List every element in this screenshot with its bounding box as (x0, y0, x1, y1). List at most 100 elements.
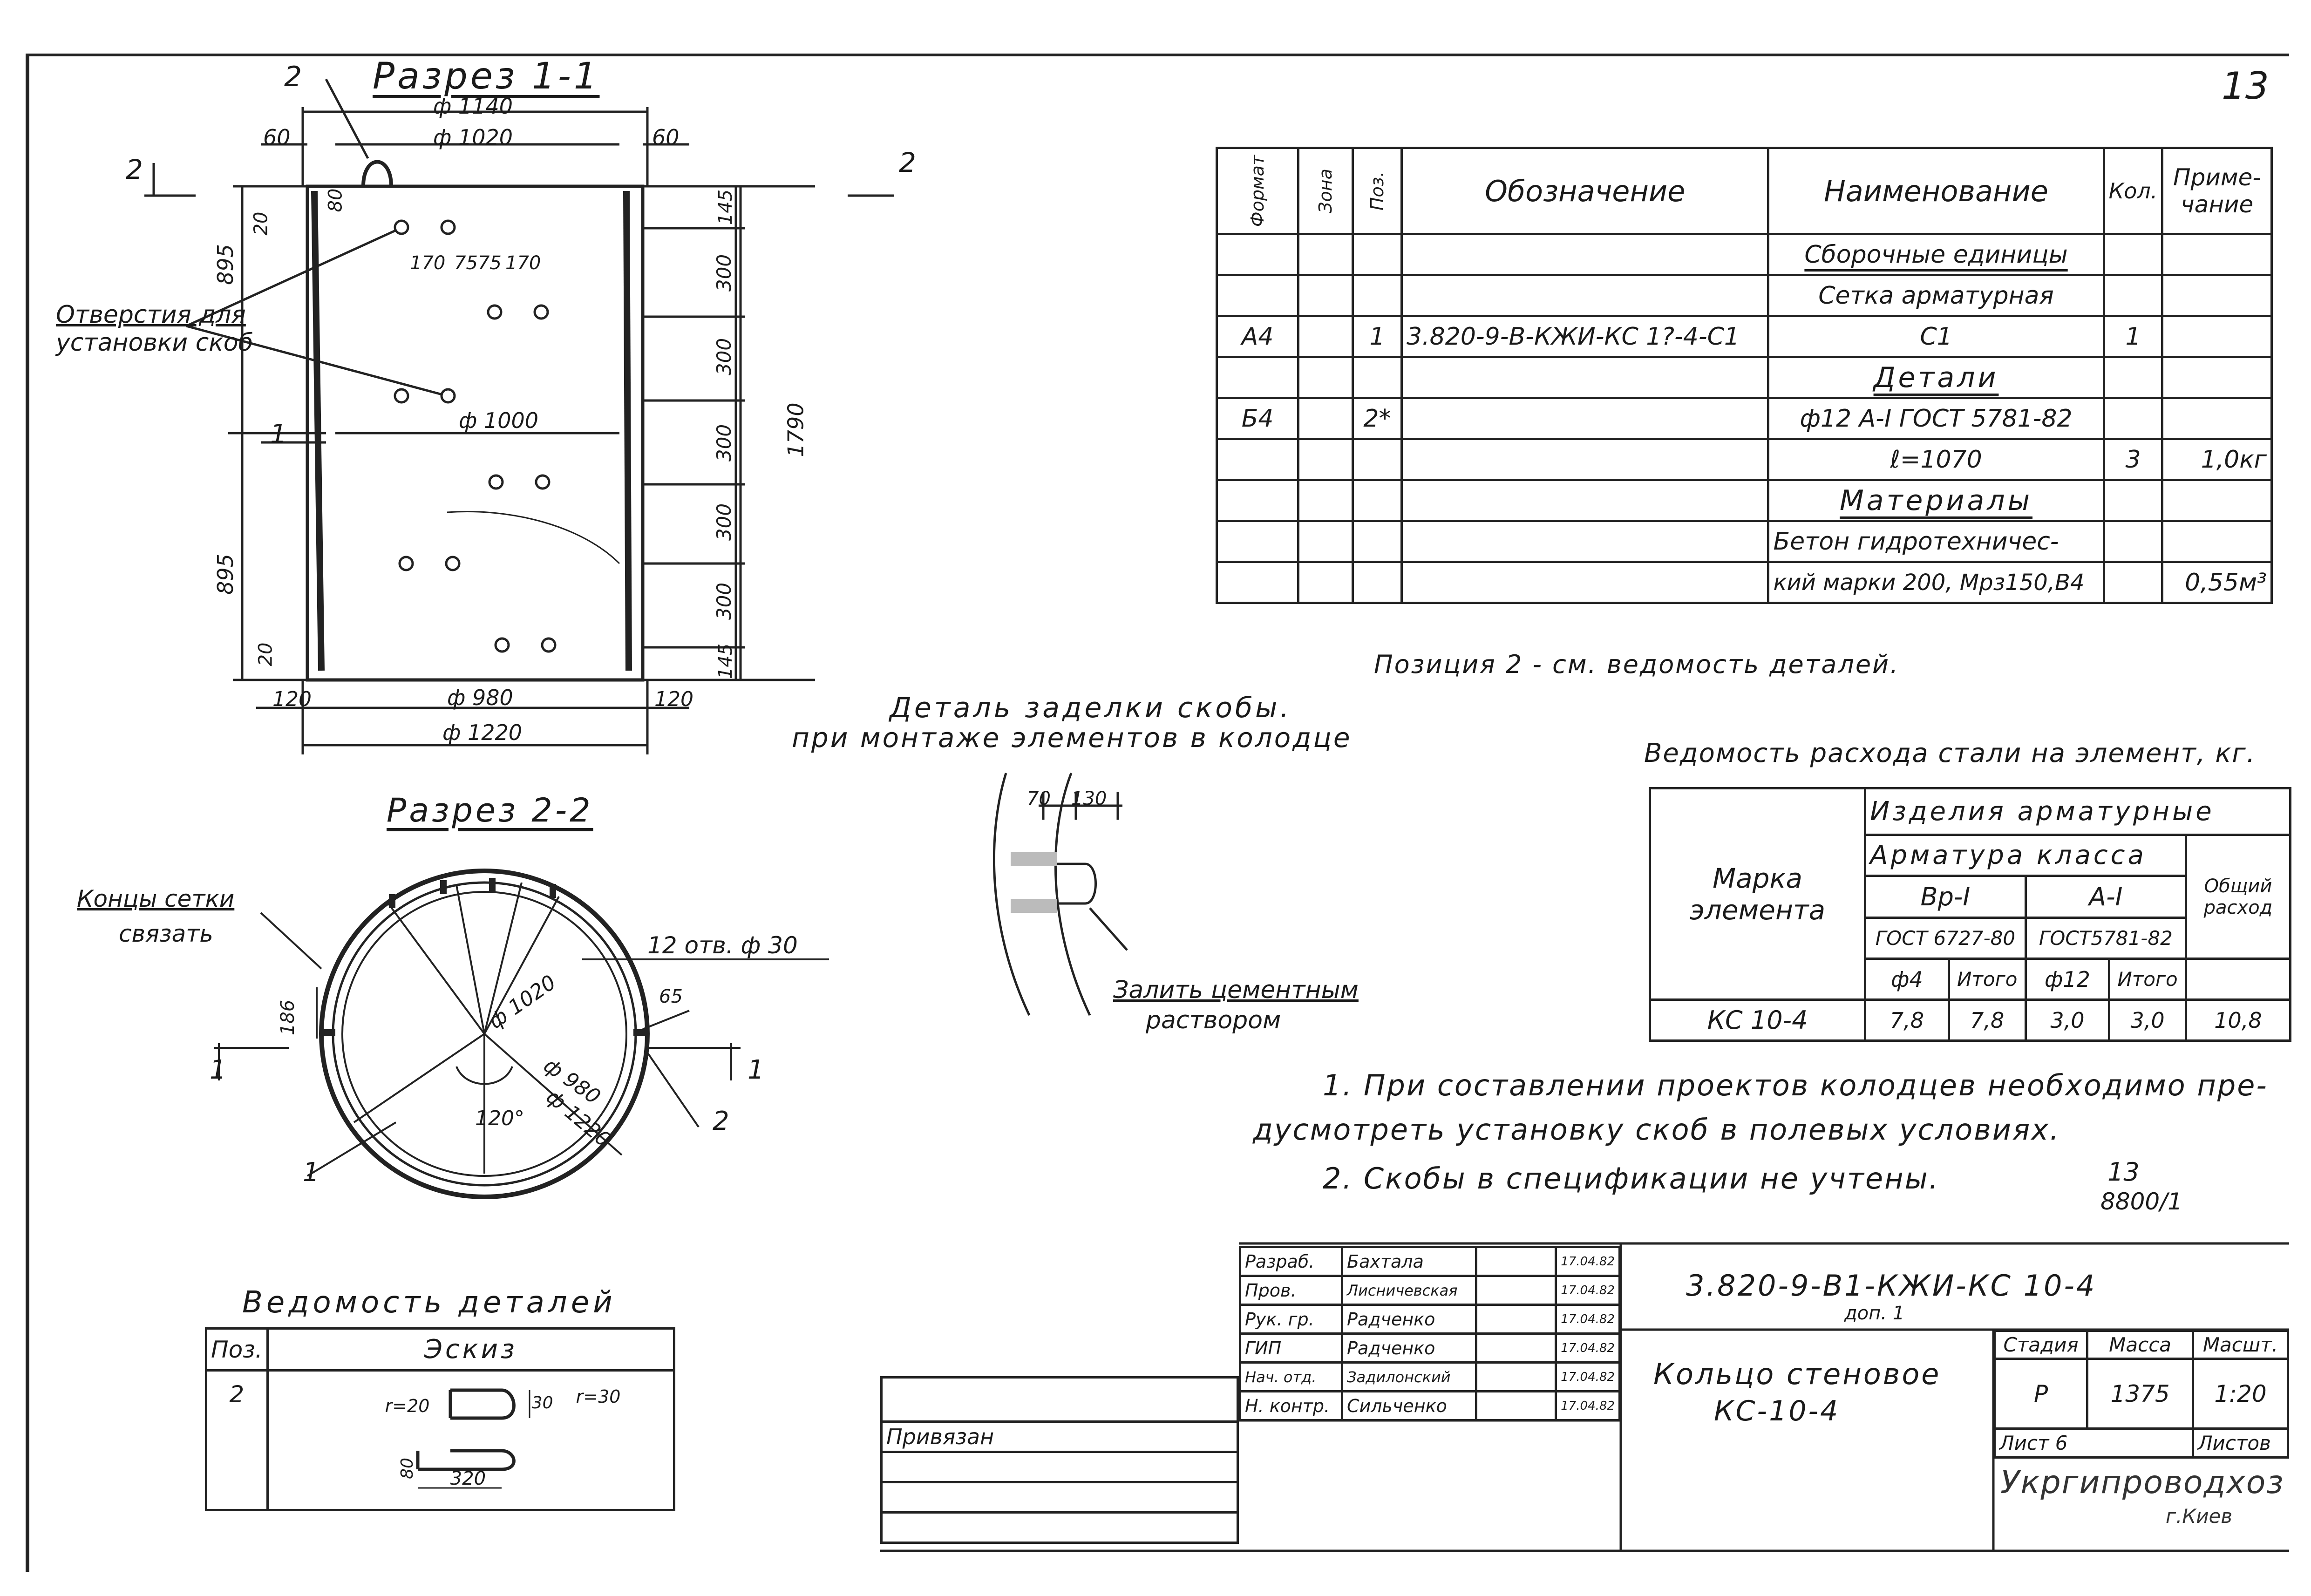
dim-d1140: ф 1140 (433, 94, 513, 119)
spec-header-zone: Зона (1297, 147, 1354, 235)
steel-header-class-1: Вр-I (1864, 875, 2027, 919)
steel-header-d4: ф4 (1864, 958, 1950, 1001)
callout-circle-pos2: 2 (713, 1106, 729, 1136)
spec-header-qty: Кол. (2102, 147, 2164, 235)
sheets-label: Листов (2191, 1427, 2290, 1459)
steel-row: КС 10-4 7,8 7,8 3,0 3,0 10,8 (1648, 998, 2292, 1042)
detail-title-line2: при монтаже элементов в колодце (792, 722, 1352, 754)
stamp-13: 13 (2107, 1157, 2140, 1187)
stage-table: Стадия Масса Масшт. Р 1375 1:20 Лист 6 Л… (1993, 1330, 2290, 1459)
cut-mark-left-2: 2 (126, 154, 143, 185)
detail-drawing (992, 773, 1128, 1016)
spec-row: Материалы (1215, 479, 2273, 522)
scale-value: 1:20 (2191, 1358, 2290, 1430)
dim-d980: ф 980 (447, 685, 513, 710)
product-name-line2: КС-10-4 (1714, 1395, 1840, 1427)
stage-label: Стадия (1993, 1330, 2089, 1360)
binding-table: Привязан (880, 1376, 1239, 1544)
steel-table-title: Ведомость расхода стали на элемент, кг. (1644, 738, 2256, 768)
dim-60-left: 60 (263, 125, 291, 150)
cut-mark-1-right: 1 (748, 1055, 764, 1085)
note-1-line2: дусмотреть установку скоб в полевых усло… (1253, 1113, 2060, 1147)
spec-footnote: Позиция 2 - см. ведомость деталей. (1374, 650, 1900, 679)
detail-dim-70: 70 (1027, 788, 1051, 809)
holes-12-note: 12 отв. ф 30 (647, 932, 798, 959)
section-1-1-title: Разрез 1-1 (373, 55, 600, 97)
doc-code: 3.820-9-В1-КЖИ-КС 10-4 (1686, 1269, 2097, 1303)
details-row-pos: 2 (205, 1369, 269, 1511)
bound-label: Привязан (880, 1420, 1239, 1453)
spec-table: Формат Зона Поз. Обозначение Наименовани… (1215, 147, 2273, 604)
section-1-1-drawing (144, 78, 894, 754)
dim-7575: 7575 (454, 252, 502, 274)
detail-title-line1: Деталь заделки скобы. (890, 692, 1292, 724)
dim-d1020-top: ф 1020 (433, 125, 513, 150)
section-2-2-title: Разрез 2-2 (387, 791, 593, 829)
details-table: Поз. Эскиз 2 r=20 r=30 30 80 320 (205, 1327, 676, 1511)
steel-header-d12: ф12 (2024, 958, 2111, 1001)
details-header-sketch: Эскиз (266, 1327, 676, 1372)
cut-mark-right-2: 2 (899, 147, 916, 178)
steel-header-class-2: А-I (2024, 875, 2187, 919)
callout-pos1: 1 (270, 419, 287, 449)
note-1-line1: 1. При составлении проектов колодцев нео… (1323, 1068, 2268, 1102)
sheet-frame (26, 54, 2289, 1572)
detail-dim-130: 130 (1071, 788, 1107, 809)
org-name-line2: г.Киев (2166, 1505, 2233, 1528)
sheet-label: Лист 6 (1993, 1427, 2194, 1459)
note-2: 2. Скобы в спецификации не учтены. (1323, 1161, 1940, 1195)
spec-row: Сетка арматурная (1215, 274, 2273, 317)
dim-120-right: 120 (654, 687, 693, 711)
dim-170-right: 170 (505, 252, 541, 274)
section-2-2-drawing (214, 869, 829, 1199)
spec-row: Детали (1215, 356, 2273, 399)
detail-note-line1: Залить цементным (1113, 976, 1359, 1004)
stage-value: Р (1993, 1358, 2089, 1430)
product-name-line1: Кольцо стеновое (1653, 1357, 1941, 1391)
dim-65: 65 (659, 986, 683, 1007)
detail-note-line2: раствором (1146, 1006, 1281, 1034)
spec-header-name: Наименование (1767, 147, 2105, 235)
dim-d1220: ф 1220 (442, 720, 523, 745)
stamp-code: 8800/1 (2100, 1188, 2182, 1215)
mass-value: 1375 (2086, 1358, 2194, 1430)
spec-header-pos: Поз. (1351, 147, 1403, 235)
steel-header-rebar-class: Арматура класса (1864, 834, 2187, 877)
details-header-pos: Поз. (205, 1327, 269, 1372)
steel-header-products: Изделия арматурные (1864, 787, 2291, 836)
details-table-title: Ведомость деталей (242, 1285, 616, 1320)
spec-row: кий марки 200, Мрз150,В4 0,55м³ (1215, 561, 2273, 604)
bracket-sketch-icon (416, 1388, 530, 1489)
spec-header-designation: Обозначение (1400, 147, 1770, 235)
spec-header-format: Формат (1215, 147, 1300, 235)
callout-circle-pos1: 1 (303, 1157, 319, 1188)
holes-note-line2: установки скоб (56, 329, 253, 357)
spec-row: Бетон гидротехничес- (1215, 520, 2273, 563)
spec-header-note: Приме-чание (2161, 147, 2273, 235)
spec-row: Сборочные единицы (1215, 233, 2273, 276)
angle-120: 120° (475, 1107, 524, 1130)
sheet-number: 13 (2222, 64, 2269, 108)
doc-sub: доп. 1 (1844, 1303, 1905, 1324)
dim-170-left: 170 (410, 252, 446, 274)
dim-60-right: 60 (652, 125, 680, 150)
steel-header-sum-1: Итого (1947, 958, 2027, 1001)
steel-header-gost-1: ГОСТ 6727-80 (1864, 917, 2027, 960)
mesh-ends-line1: Концы сетки (77, 885, 235, 912)
details-row-sketch: r=20 r=30 30 80 320 (266, 1369, 676, 1511)
dim-120-left: 120 (272, 687, 312, 711)
